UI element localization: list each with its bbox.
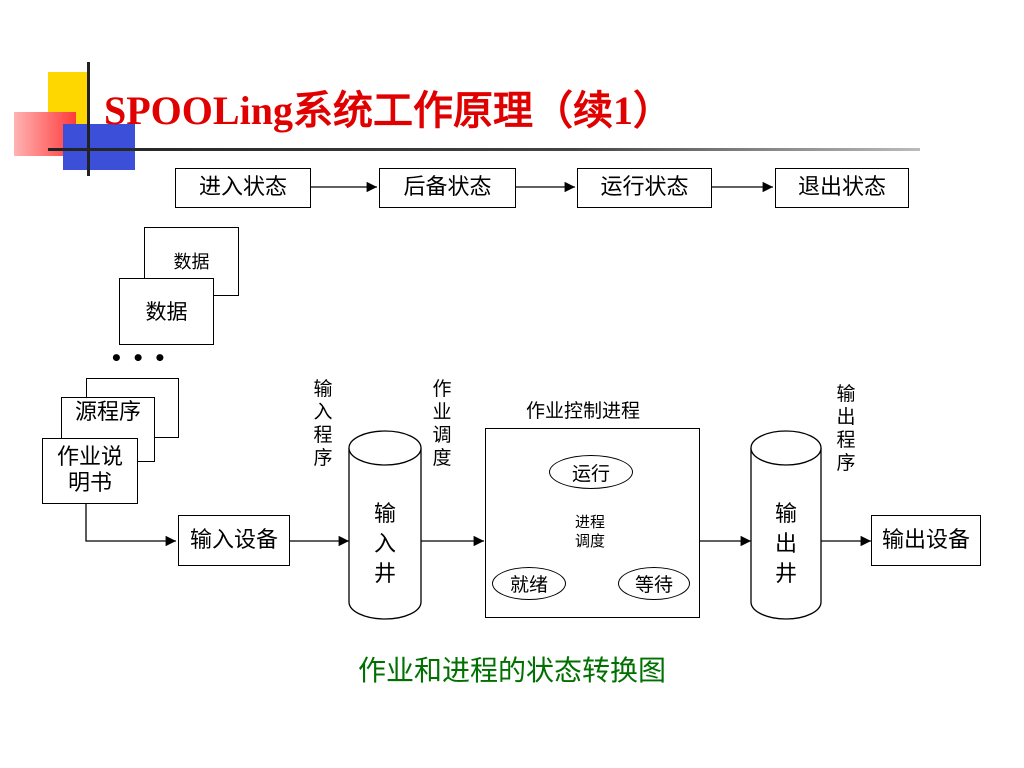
job-scheduling-label: 作业调度 [432, 378, 452, 469]
page-title: SPOOLing系统工作原理（续1） [104, 88, 673, 133]
state-box-backup: 后备状态 [379, 168, 516, 208]
diagram-caption: 作业和进程的状态转换图 [357, 654, 666, 687]
state-waiting-ellipse: 等待 [618, 567, 690, 600]
job-manual-card: 作业说明书 [42, 438, 138, 504]
state-box-exit: 退出状态 [775, 168, 909, 208]
output-program-label: 输出程序 [836, 383, 856, 474]
process-scheduling-label: 进程调度 [574, 513, 605, 550]
output-device-box: 输出设备 [871, 515, 981, 566]
decor-vertical-line [87, 62, 90, 176]
input-program-label: 输入程序 [313, 378, 333, 469]
state-box-entry: 进入状态 [175, 168, 311, 208]
output-well-cylinder [750, 430, 822, 620]
job-manual-label: 作业说明书 [56, 445, 123, 496]
state-running-ellipse: 运行 [549, 455, 633, 489]
input-well-label: 输入井 [373, 502, 396, 587]
ellipsis: • • • [110, 346, 168, 370]
input-well-cylinder [348, 430, 422, 620]
state-box-running: 运行状态 [577, 168, 712, 208]
decor-blue-square [63, 124, 135, 170]
output-well-label: 输出井 [774, 502, 797, 587]
data-card-back-label: 数据 [173, 252, 210, 273]
input-device-box: 输入设备 [178, 515, 290, 566]
job-control-title: 作业控制进程 [526, 400, 641, 422]
decor-horizontal-line [48, 148, 920, 151]
state-ready-ellipse: 就绪 [492, 567, 566, 600]
data-card-front: 数据 [119, 278, 214, 345]
source-program-label: 源程序 [74, 400, 141, 425]
